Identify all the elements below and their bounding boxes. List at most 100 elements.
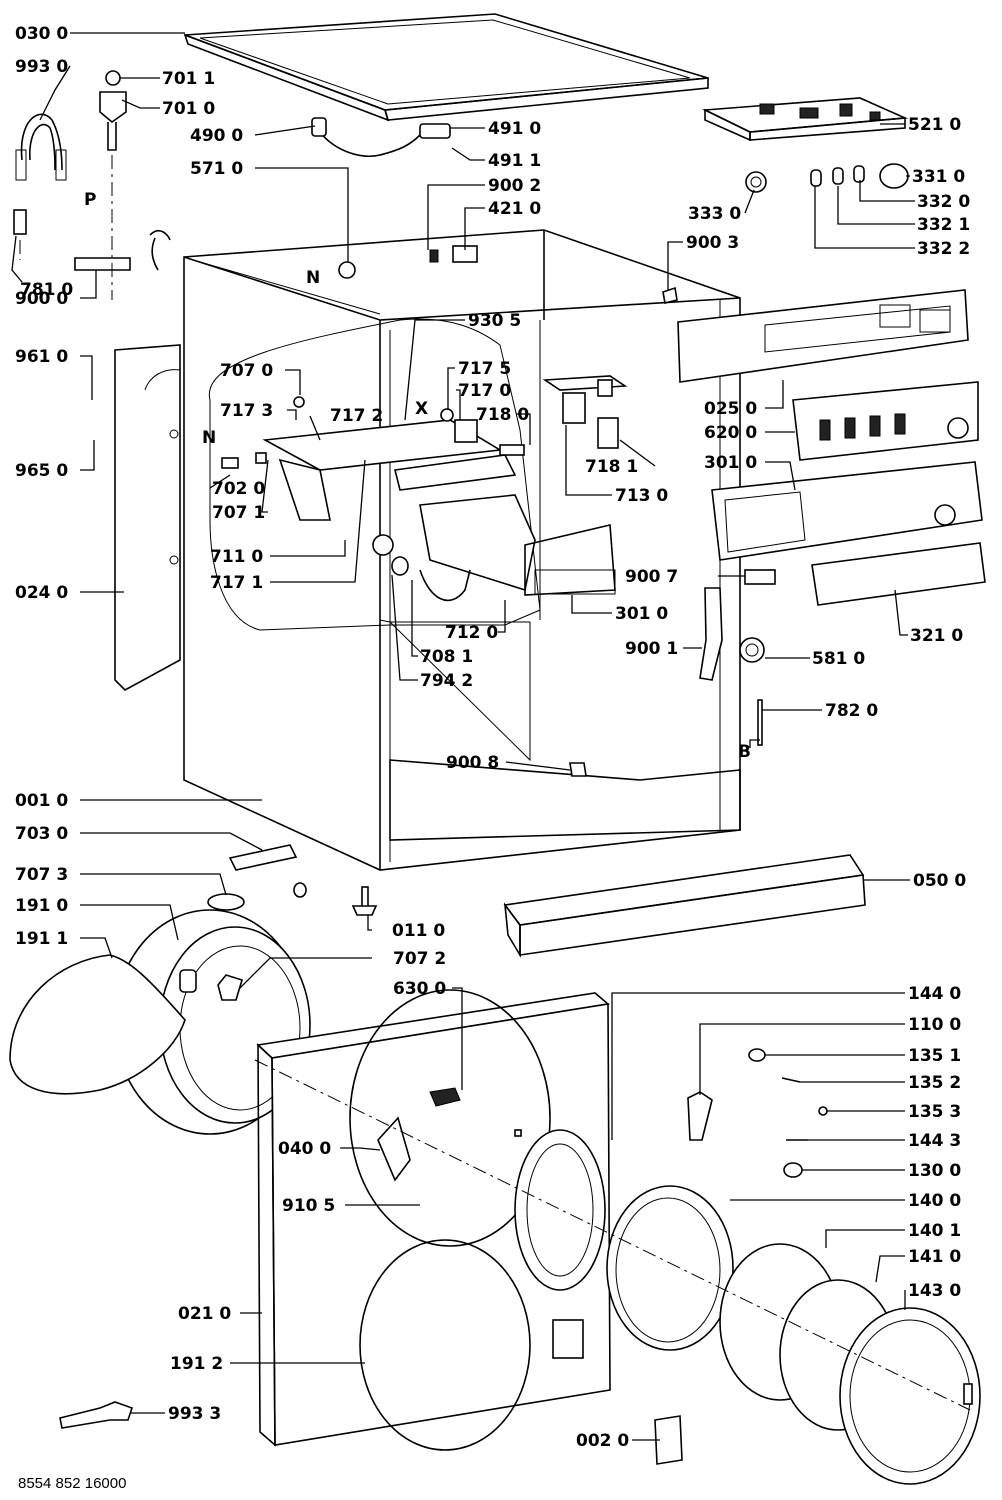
back-panel-part: [114, 344, 181, 691]
cabinet-part: [183, 229, 741, 871]
drum-half-shell-part: [9, 954, 186, 1095]
part-label-140-0: 140 0: [908, 1191, 961, 1211]
electronic-board-part: [792, 381, 979, 461]
part-label-702-0: 702 0: [212, 479, 265, 499]
leader-lines: [11, 32, 915, 1441]
label-strip-part: [811, 542, 986, 606]
part-label-711-0: 711 0: [210, 547, 263, 567]
part-labels: 030 0 993 0 701 1 701 0 490 0 491 0 491 …: [15, 24, 970, 1492]
part-label-110-0: 110 0: [908, 1015, 961, 1035]
part-label-143-0: 143 0: [908, 1281, 961, 1301]
part-label-571-0: 571 0: [190, 159, 243, 179]
spanner-tool-part: [59, 1401, 134, 1429]
marker-x: X: [415, 399, 428, 419]
part-label-782-0: 782 0: [825, 701, 878, 721]
part-label-701-1: 701 1: [162, 69, 215, 89]
part-label-021-0: 021 0: [178, 1304, 231, 1324]
part-label-491-1: 491 1: [488, 151, 541, 171]
water-valve-part: [13, 70, 131, 300]
part-label-301-0-lower: 301 0: [615, 604, 668, 624]
part-label-900-0: 900 0: [15, 289, 68, 309]
part-label-144-3: 144 3: [908, 1131, 961, 1151]
part-label-961-0: 961 0: [15, 347, 68, 367]
part-label-491-0: 491 0: [488, 119, 541, 139]
part-label-718-0: 718 0: [476, 405, 529, 425]
clip-900-3-part: [662, 286, 678, 304]
part-label-030-0: 030 0: [15, 24, 68, 44]
part-label-707-1: 707 1: [212, 503, 265, 523]
part-label-332-2: 332 2: [917, 239, 970, 259]
part-label-717-2: 717 2: [330, 406, 383, 426]
part-label-331-0: 331 0: [912, 167, 965, 187]
control-module-part: [702, 97, 909, 142]
part-label-707-0: 707 0: [220, 361, 273, 381]
clip-900-7-part: [744, 569, 776, 585]
part-label-333-0: 333 0: [688, 204, 741, 224]
worktop-part: [183, 13, 709, 122]
marker-b: B: [738, 742, 751, 762]
part-label-191-0: 191 0: [15, 896, 68, 916]
part-label-794-2: 794 2: [420, 671, 473, 691]
foot-part: [351, 886, 378, 916]
part-label-717-5: 717 5: [458, 359, 511, 379]
control-panel-part: [711, 461, 983, 561]
part-label-713-0: 713 0: [615, 486, 668, 506]
part-label-011-0: 011 0: [392, 921, 445, 941]
part-label-332-0: 332 0: [917, 192, 970, 212]
part-label-620-0: 620 0: [704, 423, 757, 443]
clip-900-8-part: [569, 762, 587, 777]
part-label-581-0: 581 0: [812, 649, 865, 669]
part-label-707-2: 707 2: [393, 949, 446, 969]
part-label-135-1: 135 1: [908, 1046, 961, 1066]
part-label-002-0: 002 0: [576, 1431, 629, 1451]
part-label-718-1: 718 1: [585, 457, 638, 477]
part-label-490-0: 490 0: [190, 126, 243, 146]
part-label-321-0: 321 0: [910, 626, 963, 646]
part-label-900-8: 900 8: [446, 753, 499, 773]
power-cable-part: [149, 117, 451, 271]
part-label-910-5: 910 5: [282, 1196, 335, 1216]
marker-n-top: N: [306, 268, 320, 288]
tube-703-0-part: [228, 844, 307, 898]
cover-002-0-part: [654, 1415, 683, 1465]
part-label-141-0: 141 0: [908, 1247, 961, 1267]
part-label-144-0: 144 0: [908, 984, 961, 1004]
document-number: 8554 852 16000: [18, 1475, 126, 1492]
part-label-421-0: 421 0: [488, 199, 541, 219]
part-label-701-0: 701 0: [162, 99, 215, 119]
part-label-521-0: 521 0: [908, 115, 961, 135]
part-label-040-0: 040 0: [278, 1139, 331, 1159]
part-label-140-1: 140 1: [908, 1221, 961, 1241]
part-label-900-3: 900 3: [686, 233, 739, 253]
part-label-708-1: 708 1: [420, 647, 473, 667]
control-fascia-part: [677, 289, 969, 383]
marker-p: P: [84, 190, 96, 210]
part-label-993-0: 993 0: [15, 57, 68, 77]
part-label-191-2: 191 2: [170, 1354, 223, 1374]
part-label-717-3: 717 3: [220, 401, 273, 421]
part-label-130-0: 130 0: [908, 1161, 961, 1181]
part-label-930-5: 930 5: [468, 311, 521, 331]
part-label-993-3: 993 3: [168, 1404, 221, 1424]
door-assembly-part: [514, 1129, 981, 1485]
pressure-switch-part: [739, 637, 765, 663]
part-label-707-3: 707 3: [15, 865, 68, 885]
detergent-dispenser-part: [208, 245, 616, 631]
parts-drawing: [9, 13, 986, 1485]
part-label-050-0: 050 0: [913, 871, 966, 891]
door-hardware-part: [687, 1048, 828, 1178]
part-label-717-1: 717 1: [210, 573, 263, 593]
part-label-703-0: 703 0: [15, 824, 68, 844]
part-label-900-1: 900 1: [625, 639, 678, 659]
part-label-001-0: 001 0: [15, 791, 68, 811]
part-label-191-1: 191 1: [15, 929, 68, 949]
part-label-717-0: 717 0: [458, 381, 511, 401]
rod-782-0-part: [757, 699, 763, 746]
assembly-axis-line: [254, 1059, 971, 1411]
front-panel-part: [256, 989, 611, 1451]
marker-n-left: N: [202, 428, 216, 448]
part-label-630-0: 630 0: [393, 979, 446, 999]
part-label-301-0-upper: 301 0: [704, 453, 757, 473]
plinth-part: [503, 854, 866, 958]
